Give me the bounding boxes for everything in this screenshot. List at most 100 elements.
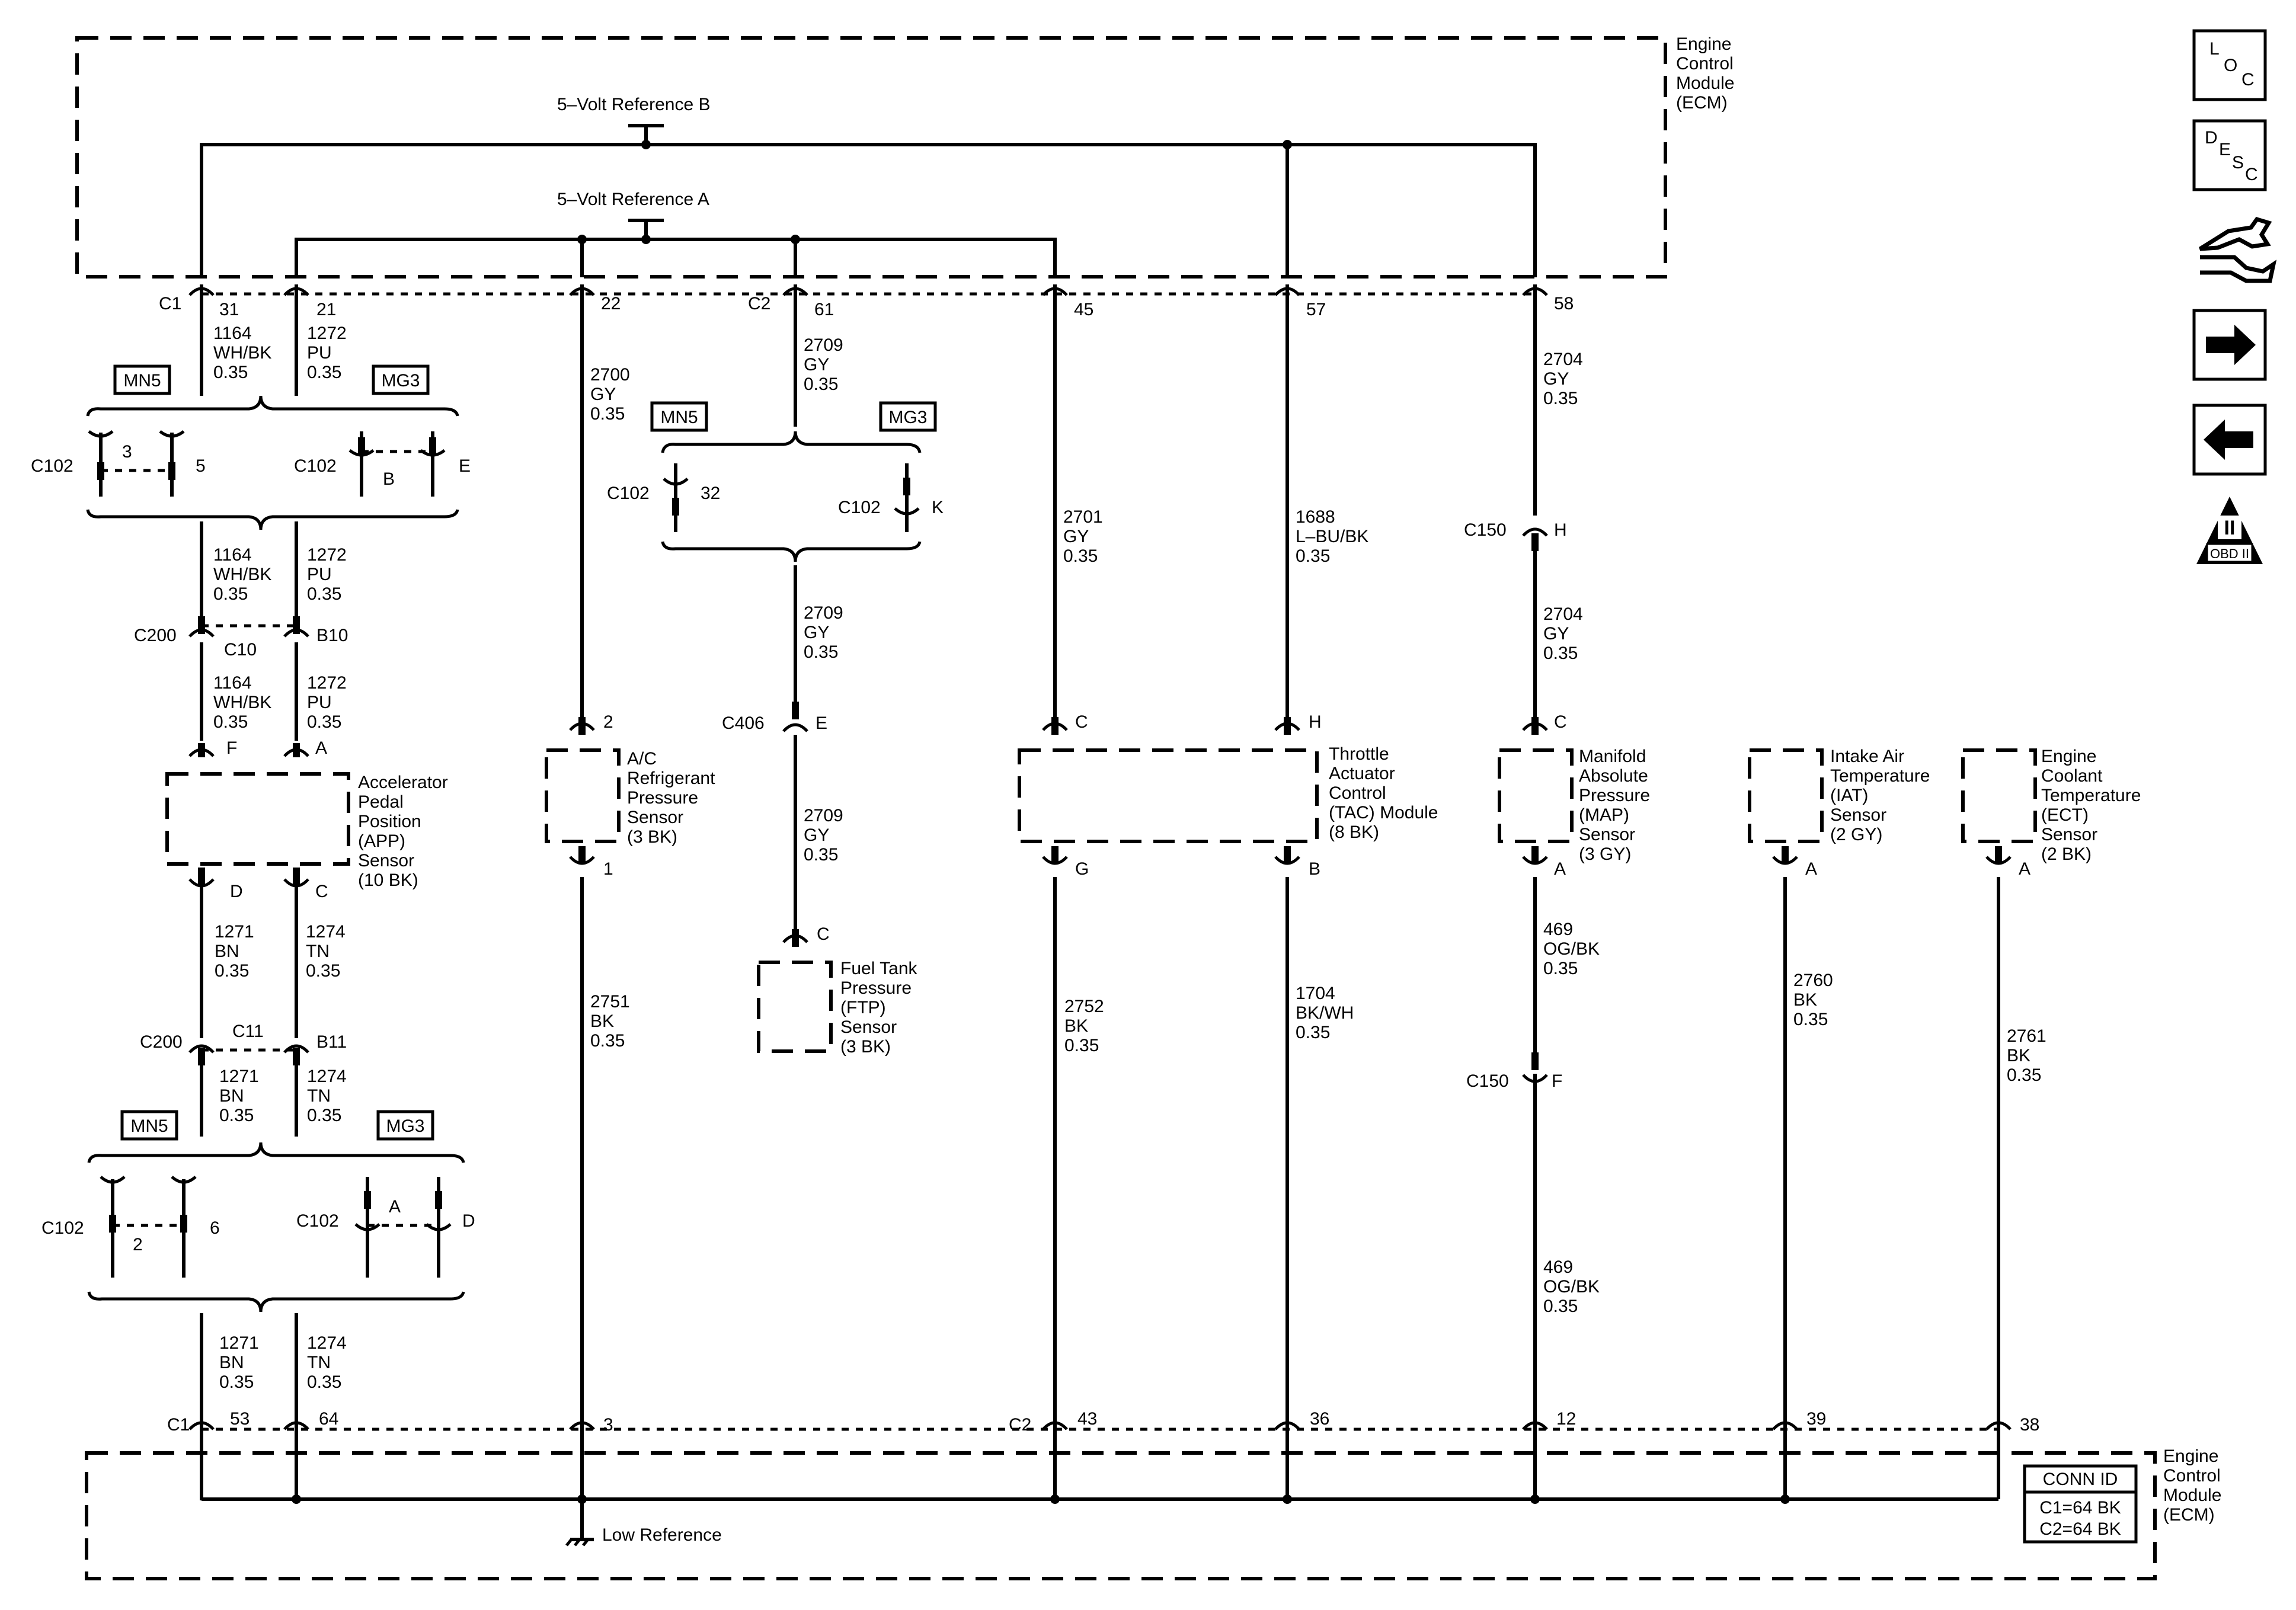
pin-c102-K: K: [932, 498, 944, 517]
obd-ii-icon[interactable]: II OBD II: [2196, 497, 2263, 564]
pin-c102-32: 32: [701, 484, 720, 503]
pin-c200-B10: B10: [316, 626, 348, 645]
loc-icon-l: L: [2209, 39, 2220, 59]
c102-upper-right-label: C102: [294, 456, 337, 476]
pin-53: 53: [230, 1409, 250, 1429]
pin-tac-B: B: [1309, 859, 1320, 879]
pin-21: 21: [316, 300, 336, 319]
pin-app-F: F: [226, 738, 237, 758]
top-c2-label: C2: [748, 294, 770, 313]
option-mg3-lower: MG3: [386, 1116, 424, 1136]
c200-upper-label: C200: [134, 626, 177, 645]
c200-lower-label: C200: [140, 1032, 183, 1052]
pin-39: 39: [1806, 1409, 1826, 1429]
c150-lower-label: C150: [1466, 1071, 1509, 1091]
c406-connector: [782, 702, 808, 732]
ecm-top-box: [75, 36, 1667, 279]
pin-ect-A: A: [2019, 859, 2030, 879]
diagnostic-wrench-icon[interactable]: [2199, 216, 2277, 283]
low-reference-label: Low Reference: [602, 1525, 722, 1545]
ect-sensor: [1961, 748, 2037, 865]
pin-c102-6: 6: [210, 1218, 220, 1238]
pin-57: 57: [1306, 300, 1326, 319]
loc-icon-c: C: [2241, 70, 2255, 89]
pin-c102-D: D: [462, 1211, 475, 1231]
desc-icon-e: E: [2219, 140, 2231, 159]
ref-b-label: 5–Volt Reference B: [557, 95, 711, 114]
pin-c102-B: B: [383, 469, 395, 489]
option-mn5-upper: MN5: [123, 371, 161, 391]
pin-c150-F: F: [1552, 1071, 1562, 1091]
c102-middle-brace: [661, 431, 922, 562]
option-mn5-lower: MN5: [130, 1116, 168, 1136]
c102-lower-right-label: C102: [296, 1211, 339, 1231]
pin-61: 61: [814, 300, 834, 319]
pin-c200-C11: C11: [232, 1022, 264, 1041]
pin-38: 38: [2020, 1415, 2039, 1435]
desc-icon-d: D: [2205, 128, 2218, 148]
c102-lower-brace: [87, 1142, 465, 1313]
tac-module: [1018, 717, 1319, 865]
conn-id-c1: C1=64 BK: [2039, 1498, 2121, 1518]
desc-icon[interactable]: D E S C: [2192, 119, 2267, 191]
c150-upper: [1522, 527, 1548, 551]
obd-ii-label: OBD II: [2210, 546, 2249, 561]
ref-a-label: 5–Volt Reference A: [557, 190, 709, 209]
pin-iat-A: A: [1805, 859, 1817, 879]
pin-ac-2: 2: [603, 712, 613, 732]
bottom-c1-label: C1: [167, 1415, 190, 1435]
option-mg3-upper: MG3: [381, 371, 420, 391]
pin-36: 36: [1310, 1409, 1329, 1429]
obd-ii-roman: II: [2224, 517, 2236, 539]
pin-c102-2: 2: [133, 1235, 143, 1254]
pin-tac-G: G: [1075, 859, 1089, 879]
pin-c406-E: E: [816, 713, 827, 733]
c102-upper-brace: [86, 395, 459, 530]
previous-arrow-icon[interactable]: [2192, 404, 2267, 476]
c200-upper: [188, 616, 309, 638]
pin-app-D: D: [230, 882, 243, 901]
pin-c102-3: 3: [122, 442, 132, 462]
next-arrow-icon[interactable]: [2192, 309, 2267, 381]
loc-icon[interactable]: L O C: [2192, 29, 2267, 101]
pin-map-A: A: [1554, 859, 1566, 879]
pin-12: 12: [1556, 1409, 1576, 1429]
bottom-connector-pins: [188, 1421, 2012, 1430]
pin-22: 22: [601, 294, 621, 313]
desc-icon-c: C: [2245, 165, 2258, 184]
pin-tac-H: H: [1309, 712, 1322, 732]
pin-58: 58: [1554, 294, 1574, 313]
loc-icon-o: O: [2224, 56, 2237, 75]
c102-lower-left-label: C102: [41, 1218, 84, 1238]
ref-b-bus: 5–Volt Reference B: [200, 95, 1537, 277]
pin-app-C: C: [315, 882, 328, 901]
iat-sensor: [1748, 748, 1824, 865]
pin-c102-5: 5: [196, 456, 206, 476]
pin-45: 45: [1074, 300, 1093, 319]
ftp-sensor: [757, 929, 833, 1053]
